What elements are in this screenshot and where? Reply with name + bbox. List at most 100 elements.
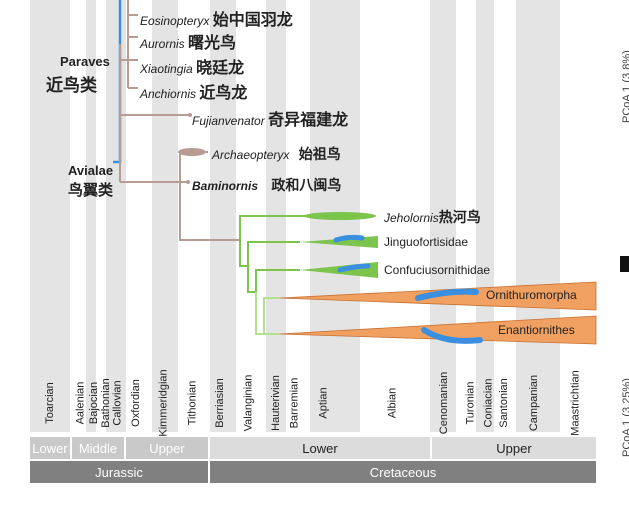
- stage-label-barremian: Barremian: [286, 372, 302, 434]
- stage-label-maastrichtian: Maastrichtian: [568, 370, 584, 436]
- taxon-aurornis-cn: 曙光鸟: [188, 35, 237, 52]
- taxon-confuciusornithidae: Confuciusornithidae: [384, 263, 491, 277]
- taxon-baminornis: Baminornis 政和八闽鸟: [192, 175, 341, 195]
- clade-paraves-cn-wrap: 近鸟类: [46, 76, 97, 96]
- stage-label-coniacian: Coniacian: [480, 372, 496, 434]
- taxon-jeholornis-cn: 热河鸟: [438, 209, 481, 225]
- taxon-xiaotingia-latin: Xiaotingia: [140, 62, 193, 76]
- stage-label-santonian: Santonian: [496, 372, 512, 434]
- taxon-fujianvenator-latin: Fujianvenator: [192, 114, 265, 128]
- epoch-upper-jurassic: Upper: [126, 437, 208, 459]
- stage-label-text: Turonian: [464, 381, 477, 425]
- paraves-bracket: [113, 0, 122, 164]
- stage-band-berriasian: [210, 0, 236, 432]
- epoch-lower-jurassic: Lower: [30, 437, 70, 459]
- period-cretaceous: Cretaceous: [210, 461, 596, 483]
- clade-avialae: Avialae: [68, 161, 113, 181]
- stage-label-campanian: Campanian: [526, 372, 542, 434]
- period-jurassic: Jurassic: [30, 461, 208, 483]
- ornithuromorpha-blue: [415, 288, 479, 301]
- taxon-baminornis-cn: 政和八闽鸟: [271, 177, 342, 193]
- clade-avialae-en: Avialae: [68, 163, 114, 178]
- stage-band-cenomanian: [430, 0, 456, 432]
- stage-label-text: Toarcian: [44, 382, 57, 424]
- taxon-xiaotingia: Xiaotingia 晓廷龙: [140, 54, 244, 78]
- stage-label-tithonian: Tithonian: [184, 372, 200, 434]
- taxon-eosinopteryx: Eosinopteryx 始中国羽龙: [140, 6, 293, 30]
- stage-label-albian: Albian: [384, 372, 400, 434]
- stage-label-text: Kimmeridgian: [158, 369, 170, 437]
- stage-label-text: Barremian: [288, 377, 300, 429]
- epoch-middle-jurassic: Middle: [72, 437, 124, 459]
- jinguofortisidae-blue: [333, 234, 365, 243]
- taxon-anchiornis: Anchiornis 近鸟龙: [140, 79, 247, 103]
- clade-avialae-cn: 鸟翼类: [68, 182, 114, 199]
- phylogenetic-tree: [113, 0, 629, 345]
- clade-paraves-en: Paraves: [60, 54, 110, 69]
- right-axis-top-label: PCoA 1 (3.8%): [621, 50, 629, 123]
- stage-label-turonian: Turonian: [462, 372, 478, 434]
- stage-band-toarcian: [30, 0, 70, 432]
- taxon-baminornis-latin: Baminornis: [192, 179, 259, 193]
- stage-label-berriasian: Berriasian: [212, 372, 228, 434]
- jeholornis-range: [304, 212, 376, 220]
- epoch-lower-cretaceous: Lower: [210, 437, 430, 459]
- stage-label-text: Berriasian: [214, 378, 226, 428]
- stage-band-bajocian: [86, 0, 96, 432]
- stem-xiaotingia-anchiornis: [120, 44, 138, 89]
- taxon-eosinopteryx-latin: Eosinopteryx: [140, 14, 210, 28]
- stage-label-text: Hauterivian: [270, 375, 283, 431]
- taxon-xiaotingia-cn: 晓廷龙: [196, 60, 245, 77]
- stem-avialae: [120, 151, 240, 241]
- taxon-archaeopteryx: Archaeopteryx 始祖鸟: [212, 144, 341, 164]
- taxon-jeholornis: Jeholornis热河鸟: [384, 207, 481, 227]
- taxon-archaeopteryx-latin: Archaeopteryx: [212, 148, 290, 162]
- taxon-aurornis-latin: Aurornis: [140, 37, 185, 51]
- stem-green-1: [239, 215, 310, 240]
- stage-band-campanian: [516, 0, 560, 432]
- stage-label-text: Campanian: [528, 374, 541, 432]
- clade-avialae-cn-wrap: 鸟翼类: [68, 181, 113, 201]
- clade-paraves-cn: 近鸟类: [46, 76, 97, 95]
- stage-label-callovian: Callovian: [110, 372, 126, 434]
- stem-paraves: [119, 44, 190, 182]
- stage-label-hauterivian: Hauterivian: [268, 372, 284, 434]
- stage-label-text: Callovian: [112, 380, 124, 426]
- stage-label-text: Maastrichtian: [570, 370, 583, 436]
- stage-label-oxfordian: Oxfordian: [128, 372, 144, 434]
- clade-paraves: Paraves: [60, 52, 110, 72]
- taxon-fujianvenator-cn: 奇异福建龙: [268, 112, 349, 129]
- stage-label-text: Valanginian: [242, 374, 254, 432]
- taxon-jeholornis-latin: Jeholornis: [384, 211, 439, 225]
- taxon-anchiornis-cn: 近鸟龙: [199, 85, 248, 102]
- taxon-fujianvenator: Fujianvenator 奇异福建龙: [192, 106, 348, 130]
- stage-label-valanginian: Valanginian: [240, 372, 256, 434]
- stage-label-text: Oxfordian: [130, 379, 143, 427]
- stage-label-aptian: Aptian: [316, 372, 332, 434]
- taxon-aurornis: Aurornis 曙光鸟: [140, 29, 236, 53]
- stage-label-kimmeridgian: Kimmeridgian: [156, 369, 172, 437]
- stage-label-text: Aptian: [318, 387, 331, 419]
- taxon-enantiornithes: Enantiornithes: [498, 323, 575, 337]
- stage-band-kimmeridgian: [152, 0, 178, 432]
- stage-label-cenomanian: Cenomanian: [436, 372, 452, 434]
- stem-green-2: [239, 240, 300, 267]
- taxon-anchiornis-latin: Anchiornis: [140, 87, 197, 101]
- taxon-ornithuromorpha: Ornithuromorpha: [486, 288, 577, 302]
- archaeopteryx-range: [178, 148, 206, 156]
- stage-label-text: Santonian: [498, 378, 511, 428]
- stage-label-text: Tithonian: [186, 380, 198, 426]
- confuciusornithidae-blue: [337, 263, 371, 273]
- enantiornithes-blue: [421, 327, 483, 344]
- taxon-archaeopteryx-cn: 始祖鸟: [298, 146, 341, 162]
- stage-label-text: Coniacian: [482, 378, 495, 428]
- taxon-eosinopteryx-cn: 始中国羽龙: [212, 12, 293, 29]
- right-panel-mark: [620, 256, 629, 272]
- stage-label-toarcian: Toarcian: [42, 372, 58, 434]
- taxon-jinguofortisidae: Jinguofortisidae: [384, 235, 469, 249]
- epoch-upper-cretaceous: Upper: [432, 437, 596, 459]
- stage-label-text: Aalenian: [74, 381, 87, 425]
- stem-lightgreen: [255, 292, 280, 335]
- stage-label-text: Albian: [386, 387, 399, 419]
